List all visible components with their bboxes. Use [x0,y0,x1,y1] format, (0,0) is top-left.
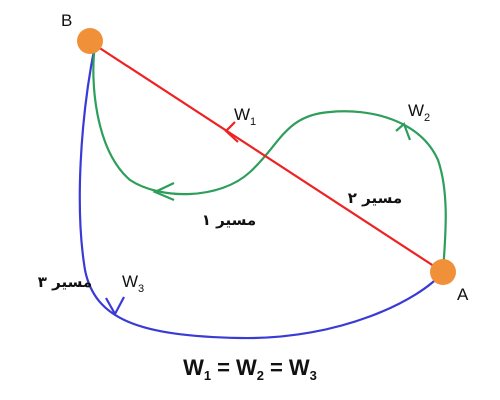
w1-label: W1 [234,105,256,128]
path-3-name: مسیر ۳ [38,273,92,291]
path-1-arrow [152,182,175,202]
w3-label: W3 [122,272,144,295]
path-2-name: مسیر ۲ [348,189,402,207]
equation: W1=W2=W3 [183,355,317,383]
point-b-marker [77,28,103,54]
straight-path-arrow [224,121,239,143]
point-a-marker [430,259,456,285]
point-a-label: A [457,285,469,304]
point-b-label: B [61,11,72,30]
path-2-arrow [395,122,412,141]
path-3-arrow [105,296,125,317]
path-1-2-curve [92,44,447,273]
straight-path-line [94,44,444,273]
path-3-curve [78,44,444,340]
w2-label: W2 [408,101,430,124]
path-1-name: مسیر ۱ [202,211,256,229]
